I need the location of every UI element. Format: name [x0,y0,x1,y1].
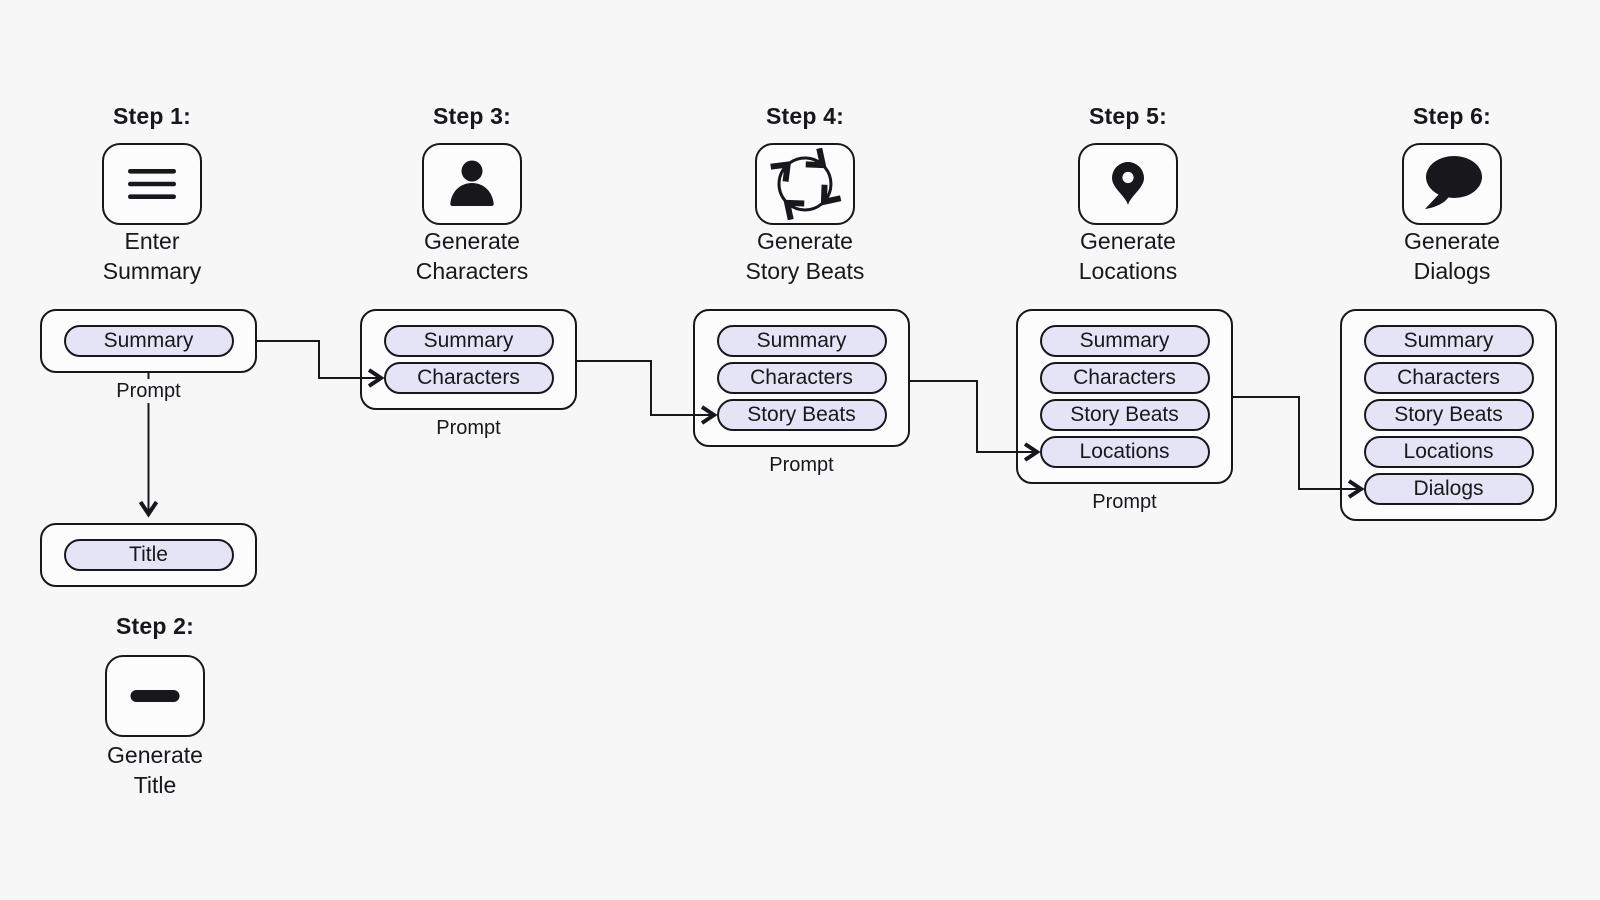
step-5-icon-box [1078,143,1178,225]
step-1-pill-summary: Summary [63,325,234,357]
step-5-pill-story-beats: Story Beats [1039,399,1210,431]
step-1-header: Step 1: [112,103,192,129]
caption-line: Generate [1080,228,1176,254]
step-4-header: Step 4: [765,103,845,129]
step-4-pill-summary: Summary [716,325,887,357]
step-4-pill-characters: Characters [716,362,887,394]
step-5-prompt-label: Prompt [1016,490,1233,514]
step-1-prompt-label: Prompt [40,379,257,403]
step-4-prompt-label: Prompt [693,453,910,477]
step-3-icon-box [422,143,522,225]
title-pill: Title [63,539,234,571]
step-3-prompt-box: Summary Characters [360,309,577,410]
step-3-caption: Generate Characters [352,226,592,286]
step-2-header: Step 2: [115,613,195,639]
pin-icon [1112,162,1144,205]
step-3-pill-summary: Summary [383,325,554,357]
step-6-caption: Generate Dialogs [1332,226,1572,286]
step-2-caption: Generate Title [35,740,275,800]
step-4-prompt-box: Summary Characters Story Beats [693,309,910,447]
caption-line: Title [133,772,177,798]
step-5-pill-characters: Characters [1039,362,1210,394]
caption-line: Characters [415,258,529,284]
step-5-caption: Generate Locations [1008,226,1248,286]
step-6-prompt-box: Summary Characters Story Beats Locations… [1340,309,1557,521]
step-3-pill-characters: Characters [383,362,554,394]
step-6-pill-locations: Locations [1363,436,1534,468]
caption-line: Story Beats [745,258,865,284]
speech-bubble-icon [1425,156,1482,209]
step-6-header: Step 6: [1412,103,1492,129]
step-5-pill-locations: Locations [1039,436,1210,468]
step-1-prompt-box: Summary [40,309,257,373]
step-1-caption: Enter Summary [32,226,272,286]
step-6-pill-summary: Summary [1363,325,1534,357]
title-box: Title [40,523,257,587]
step-5-pill-summary: Summary [1039,325,1210,357]
step-4-icon-box [755,143,855,225]
caption-line: Locations [1078,258,1178,284]
step-4-caption: Generate Story Beats [685,226,925,286]
step-6-icon-box [1402,143,1502,225]
caption-line: Generate [107,742,203,768]
step-6-pill-story-beats: Story Beats [1363,399,1534,431]
step-3-prompt-label: Prompt [360,416,577,440]
step-3-header: Step 3: [432,103,512,129]
caption-line: Dialogs [1413,258,1491,284]
step-1-icon-box [102,143,202,225]
step-2-icon-box [105,655,205,737]
step-5-prompt-box: Summary Characters Story Beats Locations [1016,309,1233,484]
caption-line: Enter [124,228,180,254]
hamburger-icon [128,169,176,199]
person-icon [450,160,494,206]
step-4-pill-story-beats: Story Beats [716,399,887,431]
caption-line: Summary [102,258,202,284]
step-6-pill-characters: Characters [1363,362,1534,394]
caption-line: Generate [424,228,520,254]
step-5-header: Step 5: [1088,103,1168,129]
caption-line: Generate [757,228,853,254]
cycle-icon [770,147,842,221]
caption-line: Generate [1404,228,1500,254]
step-6-pill-dialogs: Dialogs [1363,473,1534,505]
dash-icon [130,690,180,702]
